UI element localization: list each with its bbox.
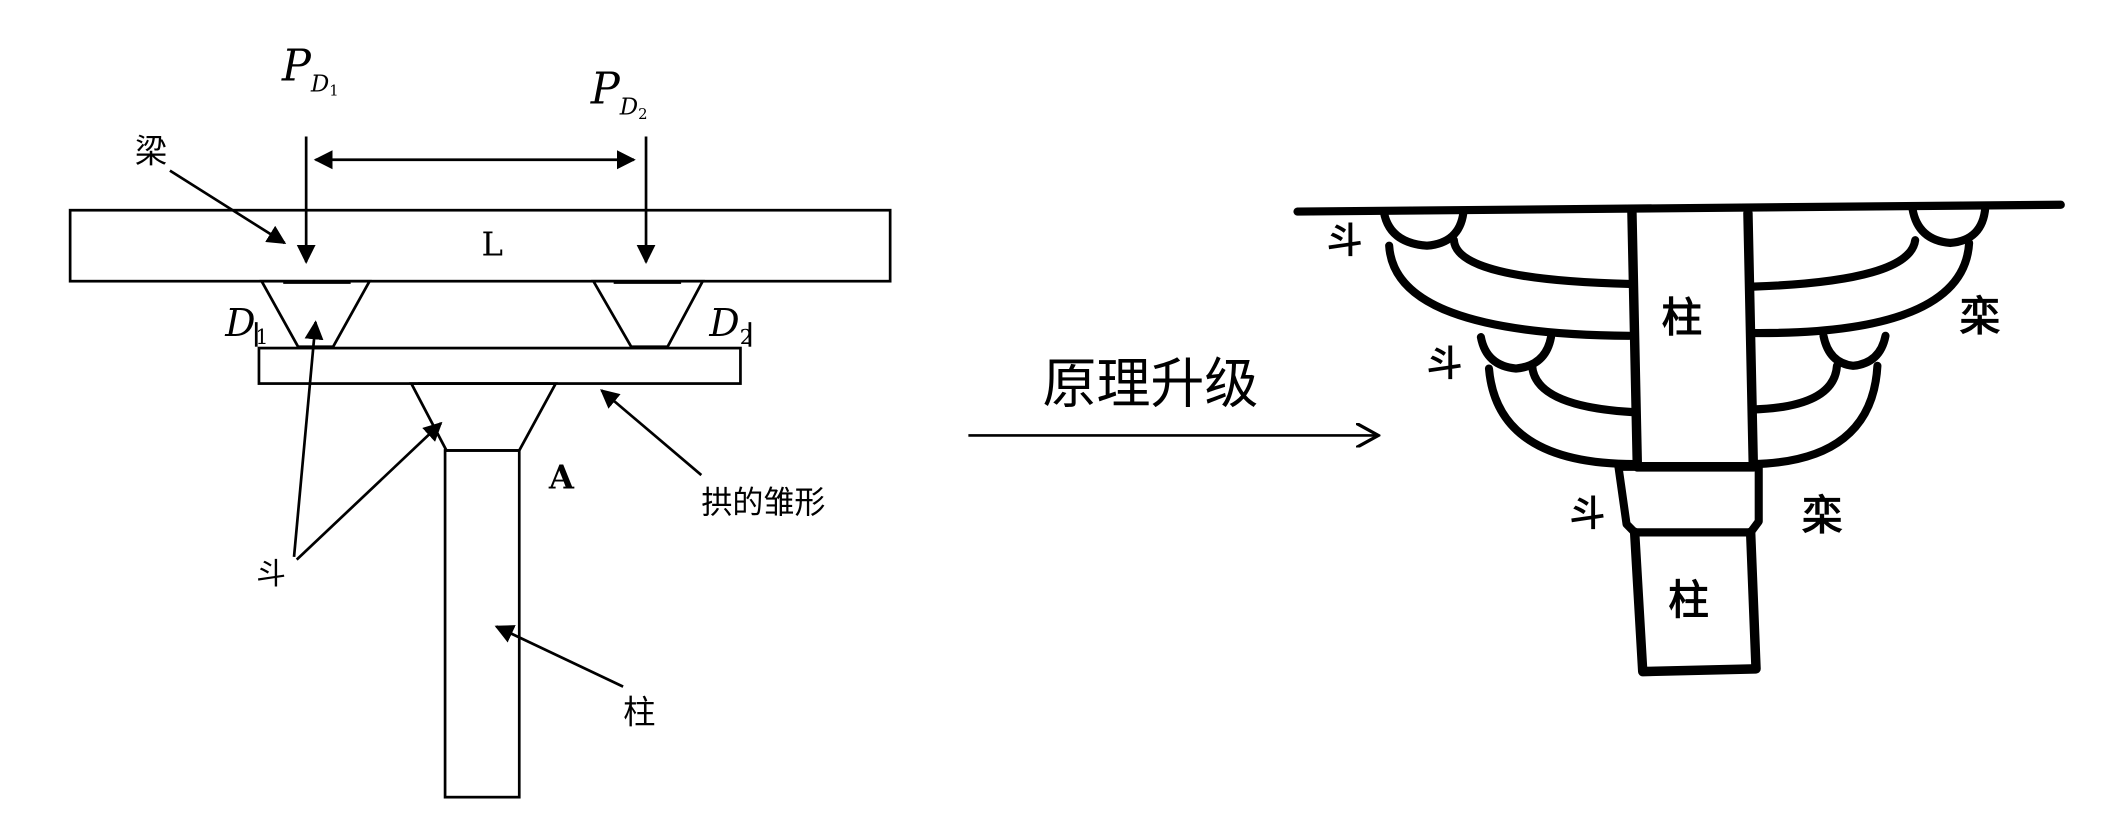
- arch-prototype-label: 拱的雏形: [701, 485, 825, 521]
- lower-luan-inner-right: [1749, 361, 1842, 414]
- block-label-1: D1: [224, 301, 268, 349]
- middle-left-dou: [1476, 333, 1556, 373]
- dou-label-middle: 斗: [1427, 343, 1462, 384]
- upper-luan-outer: [1385, 241, 1634, 340]
- luan-label-lower: 栾: [1802, 491, 1843, 539]
- span-label: L: [481, 225, 502, 263]
- principle-upgrade-arrow: 原理升级: [968, 352, 1378, 435]
- block-label-2: D2: [708, 301, 752, 349]
- dou-pointer-arrow-2: [295, 421, 443, 561]
- top-beam-line: [1293, 200, 2065, 216]
- point-a-label: A: [548, 457, 575, 496]
- dou-block-2: [591, 279, 705, 349]
- lower-dou-block: [409, 382, 558, 452]
- lower-dou-capital: [1614, 462, 1763, 537]
- column: [443, 449, 521, 799]
- column-pointer-arrow: [494, 625, 624, 688]
- upper-left-dou: [1379, 207, 1468, 250]
- dou-label-bottom: 斗: [1570, 493, 1605, 534]
- beam-pointer-arrow: [169, 169, 287, 245]
- upper-luan-outer-right: [1749, 238, 1974, 338]
- beam: [68, 208, 892, 283]
- dou-block-1: [259, 279, 372, 349]
- load-label-1: PD1: [281, 41, 339, 99]
- column-label-upper: 柱: [1662, 293, 1702, 341]
- upper-luan-inner-right: [1749, 236, 1920, 291]
- left-structural-diagram: PD1 PD2 梁 L D1 D2 A 拱的雏形 斗 柱: [68, 41, 892, 799]
- load-label-2: PD2: [590, 65, 648, 123]
- dou-pointer-arrow-1: [292, 320, 324, 558]
- arch-pointer-arrow: [600, 389, 703, 477]
- lower-luan-inner-left: [1528, 361, 1639, 417]
- lower-luan-outer-left: [1484, 364, 1639, 469]
- dou-label-top: 斗: [1327, 220, 1362, 261]
- lower-luan-outer-right: [1749, 361, 1882, 469]
- upper-right-dou: [1908, 203, 1990, 248]
- luan-label-upper: 栾: [1960, 292, 2001, 340]
- column-label-lower: 柱: [1668, 576, 1708, 624]
- column-label: 柱: [623, 693, 655, 731]
- principle-upgrade-label: 原理升级: [1043, 352, 1259, 415]
- lower-column: [1629, 527, 1761, 677]
- beam-label: 梁: [135, 132, 167, 170]
- bracket-arm: [257, 346, 742, 385]
- middle-right-dou: [1819, 331, 1890, 370]
- dou-label: 斗: [256, 557, 286, 592]
- right-bracket-drawing: 斗 斗 斗 柱 柱 栾 栾: [1293, 200, 2065, 677]
- upper-luan-inner: [1449, 236, 1634, 289]
